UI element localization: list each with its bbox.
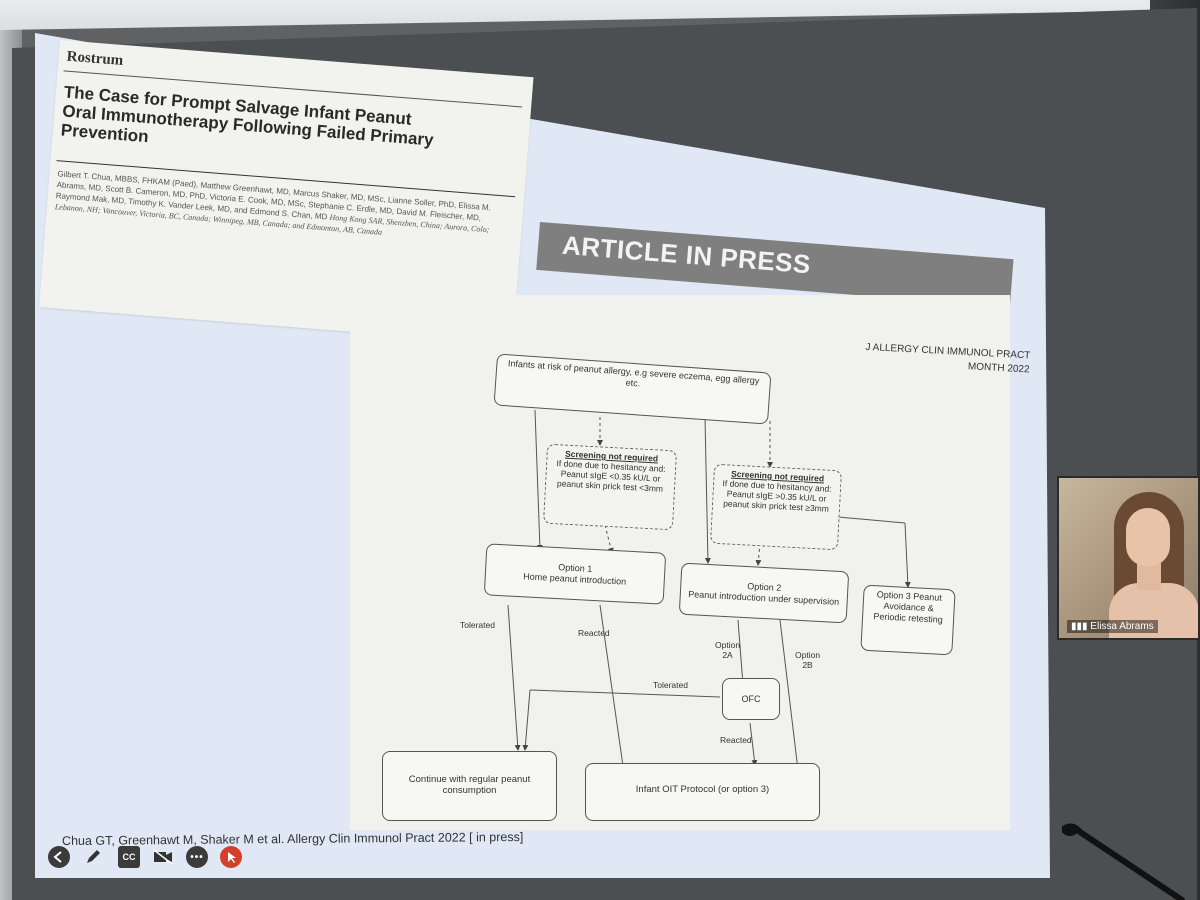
- author-list: Gilbert T. Chua, MBBS, FHKAM (Paed), Mat…: [54, 168, 511, 248]
- participant-name: ▮▮▮ Elissa Abrams: [1067, 620, 1158, 633]
- label-option2a: Option 2A: [715, 640, 741, 660]
- continue-text: Continue with regular peanut consumption: [408, 774, 531, 796]
- arrow-left-icon[interactable]: [48, 846, 70, 868]
- screening-box-high: Screening not required If done due to he…: [709, 463, 843, 551]
- option1-box: Option 1 Home peanut introduction: [483, 543, 667, 605]
- video-tile[interactable]: ▮▮▮ Elissa Abrams: [1057, 476, 1200, 640]
- section-label: Rostrum: [66, 48, 124, 70]
- participant-body: [1109, 583, 1198, 638]
- label-tolerated: Tolerated: [460, 620, 495, 630]
- pen-icon[interactable]: [82, 846, 104, 868]
- option3-text: Option 3 Peanut Avoidance & Periodic ret…: [873, 589, 944, 625]
- option2-text: Option 2 Peanut introduction under super…: [688, 581, 840, 607]
- screening-body: If done due to hesitancy and: Peanut sIg…: [722, 478, 832, 514]
- oit-text: Infant OIT Protocol (or option 3): [635, 784, 770, 795]
- option1-text: Option 1 Home peanut introduction: [523, 562, 627, 587]
- label-tolerated-ofc: Tolerated: [653, 680, 688, 690]
- camera-off-icon[interactable]: [152, 846, 174, 868]
- cc-label: CC: [122, 852, 136, 862]
- continue-box: Continue with regular peanut consumption: [382, 751, 557, 821]
- microphone-stand: [1062, 823, 1185, 900]
- ofc-text: OFC: [741, 694, 761, 704]
- option2-box: Option 2 Peanut introduction under super…: [678, 562, 850, 624]
- more-icon[interactable]: •••: [186, 846, 208, 868]
- ofc-box: OFC: [722, 678, 780, 720]
- label-option2b: Option 2B: [795, 650, 821, 670]
- option3-box: Option 3 Peanut Avoidance & Periodic ret…: [860, 584, 956, 656]
- laser-pointer-icon[interactable]: [220, 846, 242, 868]
- screening-box-low: Screening not required If done due to he…: [542, 443, 678, 531]
- participant-name-text: Elissa Abrams: [1090, 621, 1154, 632]
- flowchart-connectors: [507, 409, 911, 781]
- screening-body: If done due to hesitancy and: Peanut sIg…: [556, 458, 666, 494]
- participant-face: [1126, 508, 1170, 566]
- label-reacted: Reacted: [578, 628, 610, 638]
- flowchart: Infants at risk of peanut allergy, e.g s…: [350, 295, 1010, 830]
- cc-button[interactable]: CC: [118, 846, 140, 868]
- label-reacted-ofc: Reacted: [720, 735, 752, 745]
- signal-icon: ▮▮▮: [1071, 621, 1091, 632]
- oit-box: Infant OIT Protocol (or option 3): [585, 763, 820, 821]
